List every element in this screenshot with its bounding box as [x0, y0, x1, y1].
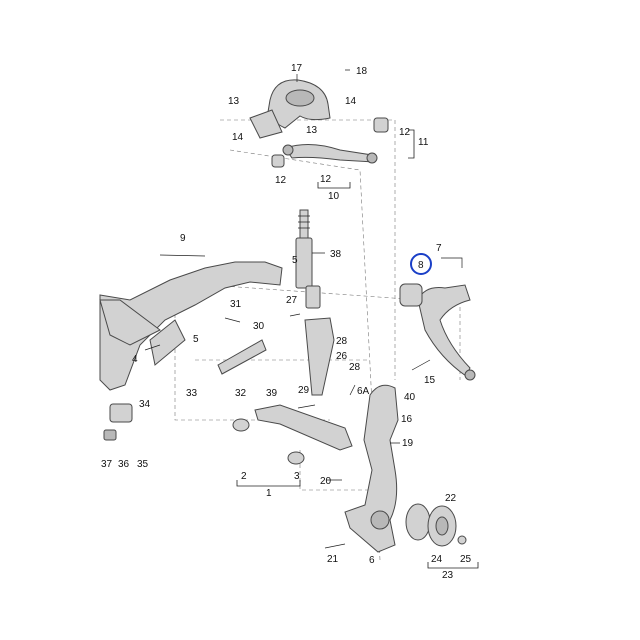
label-39: 39	[266, 388, 278, 399]
label-37: 37	[101, 459, 113, 470]
bolts	[144, 69, 431, 549]
label-12: 12	[275, 175, 287, 186]
lower-links	[217, 317, 353, 465]
label-36: 36	[118, 459, 130, 470]
stabilizer-bar	[99, 261, 283, 441]
label-12: 12	[399, 127, 411, 138]
label-14: 14	[232, 132, 244, 143]
label-13: 13	[228, 96, 240, 107]
label-27: 27	[286, 295, 298, 306]
label-1: 1	[266, 488, 272, 499]
label-10: 10	[328, 191, 340, 202]
label-5: 5	[292, 255, 298, 266]
wheel-hub	[405, 503, 467, 547]
label-26: 26	[336, 351, 348, 362]
label-3: 3	[294, 471, 300, 482]
label-22: 22	[445, 493, 457, 504]
label-18: 18	[356, 66, 368, 77]
label-21: 21	[327, 554, 339, 565]
label-38: 38	[330, 249, 342, 260]
label-19: 19	[402, 438, 414, 449]
label-8: 8	[418, 260, 424, 271]
upper-link	[271, 117, 389, 168]
label-31: 31	[230, 299, 242, 310]
label-12: 12	[320, 174, 332, 185]
label-24: 24	[431, 554, 443, 565]
leader-lines	[236, 74, 479, 569]
label-6A: 6A	[357, 386, 370, 397]
part-labels: 17 18 13 14 14 13 12 11 12 12 10 9 38 5 …	[101, 63, 472, 581]
label-7: 7	[436, 243, 442, 254]
upper-control-arm	[399, 283, 476, 381]
label-6: 6	[369, 555, 375, 566]
label-20: 20	[320, 476, 332, 487]
label-15: 15	[424, 375, 436, 386]
label-28: 28	[336, 336, 348, 347]
label-13: 13	[306, 125, 318, 136]
label-29: 29	[298, 385, 310, 396]
label-25: 25	[460, 554, 472, 565]
label-33: 33	[186, 388, 198, 399]
label-2: 2	[241, 471, 247, 482]
label-14: 14	[345, 96, 357, 107]
shock-absorber	[295, 209, 321, 309]
label-32: 32	[235, 388, 247, 399]
label-28: 28	[349, 362, 361, 373]
label-5: 5	[193, 334, 199, 345]
top-mount	[249, 79, 331, 139]
label-11: 11	[418, 137, 429, 148]
label-35: 35	[137, 459, 149, 470]
label-40: 40	[404, 392, 416, 403]
label-9: 9	[180, 233, 186, 244]
label-16: 16	[401, 414, 413, 425]
label-17: 17	[291, 63, 303, 74]
label-4: 4	[132, 354, 138, 365]
label-34: 34	[139, 399, 151, 410]
label-30: 30	[253, 321, 265, 332]
label-23: 23	[442, 570, 454, 581]
steering-knuckle	[344, 384, 399, 553]
highlight-ring	[410, 253, 432, 275]
